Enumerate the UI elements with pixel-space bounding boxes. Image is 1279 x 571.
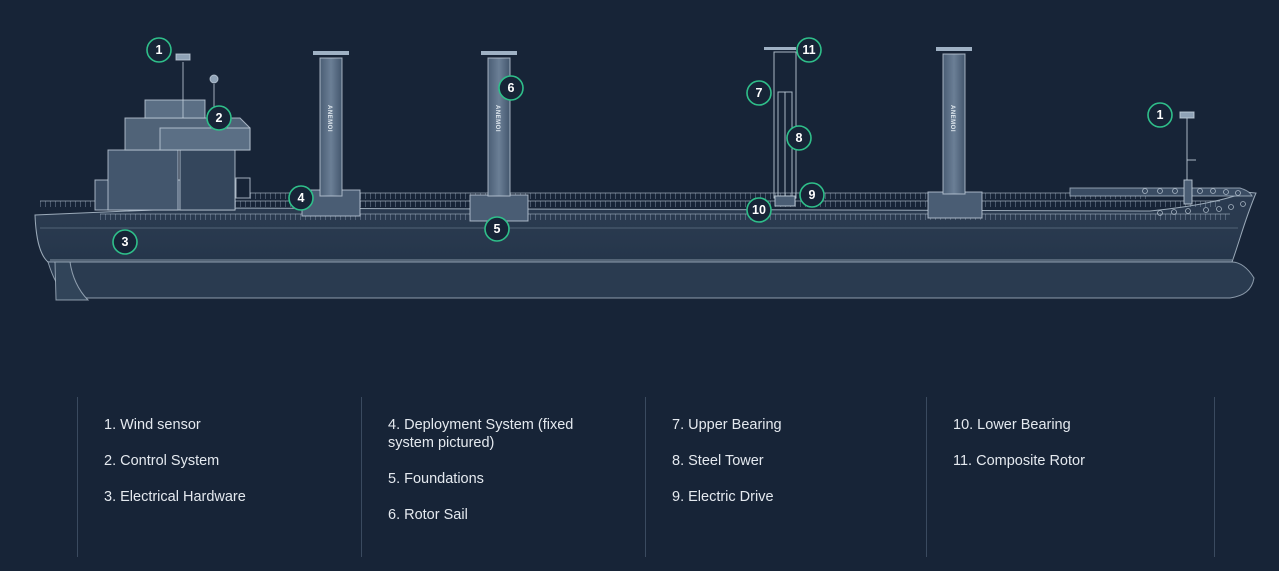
legend-item: 6. Rotor Sail: [388, 507, 468, 523]
marker-deployment-system: 4: [288, 185, 314, 211]
marker-foundations: 5: [484, 216, 510, 242]
marker-wind-sensor: 1: [146, 37, 172, 63]
svg-text:8: 8: [796, 131, 803, 145]
component-legend: 1. Wind sensor 2. Control System 3. Elec…: [0, 397, 1279, 557]
bridge-superstructure: [94, 53, 251, 211]
marker-rotor-sail: 6: [498, 75, 524, 101]
legend-item: 4. Deployment System (fixed system pictu…: [388, 417, 574, 451]
rotor-sail-cutaway: [764, 47, 797, 207]
svg-text:3: 3: [122, 235, 129, 249]
rotor-brand-label: ANEMOI: [494, 105, 500, 132]
svg-text:5: 5: [494, 222, 501, 236]
svg-text:9: 9: [809, 188, 816, 202]
svg-text:6: 6: [508, 81, 515, 95]
legend-column-4: 10. Lower Bearing 11. Composite Rotor: [926, 397, 1173, 557]
marker-lower-bearing: 10: [746, 197, 772, 223]
rotor-sail-2: ANEMOI: [469, 51, 529, 222]
legend-divider: [1214, 397, 1215, 557]
legend-item: 2. Control System: [104, 453, 220, 469]
legend-item: 11. Composite Rotor: [953, 453, 1085, 469]
marker-electrical-hardware: 3: [112, 229, 138, 255]
legend-column-1: 1. Wind sensor 2. Control System 3. Elec…: [77, 397, 324, 557]
svg-text:1: 1: [1157, 108, 1164, 122]
marker-electric-drive: 9: [799, 182, 825, 208]
marker-wind-sensor-bow: 1: [1147, 102, 1173, 128]
legend-item: 7. Upper Bearing: [672, 417, 782, 433]
marker-upper-bearing: 7: [746, 80, 772, 106]
svg-text:1: 1: [156, 43, 163, 57]
legend-item: 8. Steel Tower: [672, 453, 764, 469]
marker-steel-tower: 8: [786, 125, 812, 151]
legend-item: 3. Electrical Hardware: [104, 489, 246, 505]
bow-mast: [1179, 111, 1196, 205]
marker-control-system: 2: [206, 105, 232, 131]
legend-column-3: 7. Upper Bearing 8. Steel Tower 9. Elect…: [645, 397, 892, 557]
svg-text:11: 11: [802, 43, 815, 57]
svg-text:7: 7: [756, 86, 763, 100]
rotor-brand-label: ANEMOI: [949, 105, 955, 132]
ship-illustration: ANEMOI ANEMOI ANEMOI 1: [34, 37, 1257, 301]
legend-item: 9. Electric Drive: [672, 489, 774, 505]
rotor-brand-label: ANEMOI: [326, 105, 332, 132]
legend-item: 1. Wind sensor: [104, 417, 201, 433]
legend-column-2: 4. Deployment System (fixed system pictu…: [361, 397, 608, 557]
svg-text:2: 2: [216, 111, 223, 125]
marker-composite-rotor: 11: [796, 37, 822, 63]
svg-text:4: 4: [298, 191, 305, 205]
legend-item: 5. Foundations: [388, 471, 484, 487]
legend-item: 10. Lower Bearing: [953, 417, 1071, 433]
svg-text:10: 10: [752, 203, 766, 217]
rotor-sail-4: ANEMOI: [927, 47, 983, 219]
